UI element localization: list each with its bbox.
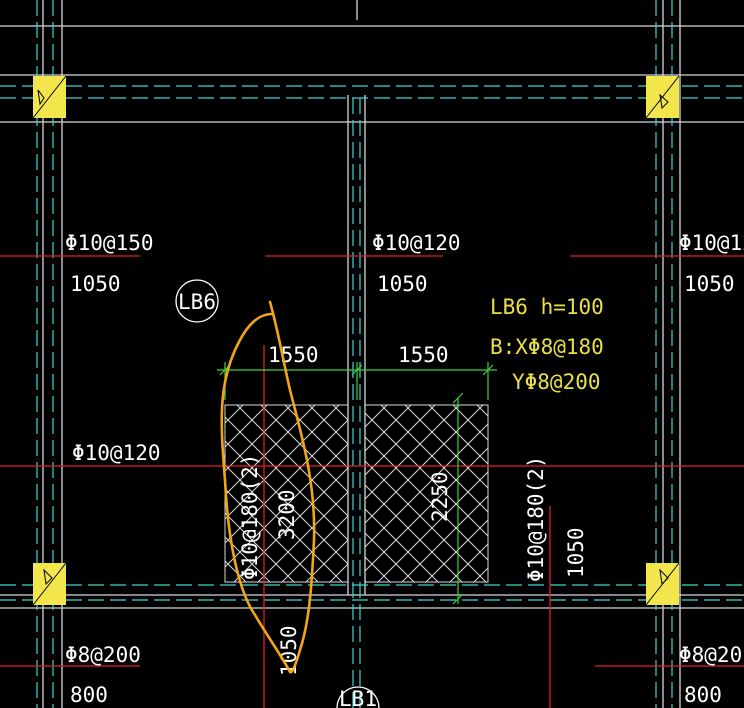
label-vert-left-length: 3200 xyxy=(275,489,299,540)
slab-tag-lb1: LB1 xyxy=(336,686,380,708)
label-vert-left: Φ10@180(2) xyxy=(238,454,262,580)
label-mid-left: Φ10@120 xyxy=(72,441,161,465)
label-bottom-left-length: 800 xyxy=(70,683,108,707)
hatch-right xyxy=(364,404,489,583)
column-mark xyxy=(43,568,53,586)
label-top-mid: Φ10@120 xyxy=(372,231,461,255)
markup-annotation-loop xyxy=(220,300,316,674)
label-bottom-left: Φ8@200 xyxy=(65,643,141,667)
column-mark xyxy=(37,89,45,106)
label-top-right-length: 1050 xyxy=(684,272,735,296)
dim-slash-top xyxy=(452,392,464,404)
rebar-lines xyxy=(0,255,744,708)
slab-note-line1: LB6 h=100 xyxy=(490,295,604,319)
label-bottom-right-length: 800 xyxy=(684,683,722,707)
dim-slash-right xyxy=(482,364,494,376)
tag-label: LB1 xyxy=(339,687,377,708)
column-diagonal xyxy=(32,562,67,606)
column-top-right xyxy=(645,75,680,119)
column-bottom-left xyxy=(32,562,67,606)
dim-slash-mid xyxy=(351,364,363,376)
tag-circle xyxy=(336,686,380,708)
columns xyxy=(32,75,680,606)
column-mark xyxy=(659,93,669,110)
label-top-right: Φ10@12 xyxy=(679,231,744,255)
dimension-texts: 1550 1550 2250 xyxy=(268,343,452,522)
dim-height: 2250 xyxy=(428,471,452,522)
slab-note-line2: B:XΦ8@180 xyxy=(490,335,604,359)
dim-width-left: 1550 xyxy=(268,343,319,367)
slab-note: LB6 h=100 B:XΦ8@180 YΦ8@200 xyxy=(490,295,604,394)
rebar-labels: Φ10@150 1050 Φ10@120 1050 Φ10@12 1050 Φ1… xyxy=(65,231,744,707)
label-top-mid-length: 1050 xyxy=(377,272,428,296)
slab-note-line3: YΦ8@200 xyxy=(512,370,601,394)
tag-label: LB6 xyxy=(178,290,216,314)
hatch-left xyxy=(224,404,349,583)
label-vert-right: Φ10@180(2) xyxy=(524,456,548,582)
tag-circle xyxy=(175,279,219,323)
column-mark xyxy=(659,568,669,586)
label-top-left: Φ10@150 xyxy=(65,231,154,255)
column-diagonal xyxy=(32,75,67,119)
label-top-left-length: 1050 xyxy=(70,272,121,296)
column-top-left xyxy=(32,75,67,119)
dim-slash-bottom xyxy=(452,593,464,605)
label-bottom-right: Φ8@20 xyxy=(679,643,742,667)
label-vert-right-length: 1050 xyxy=(564,527,588,578)
column-bottom-right xyxy=(645,562,680,606)
hatched-openings xyxy=(224,404,489,583)
slab-tag-lb6: LB6 xyxy=(175,279,219,323)
dim-width-right: 1550 xyxy=(398,343,449,367)
